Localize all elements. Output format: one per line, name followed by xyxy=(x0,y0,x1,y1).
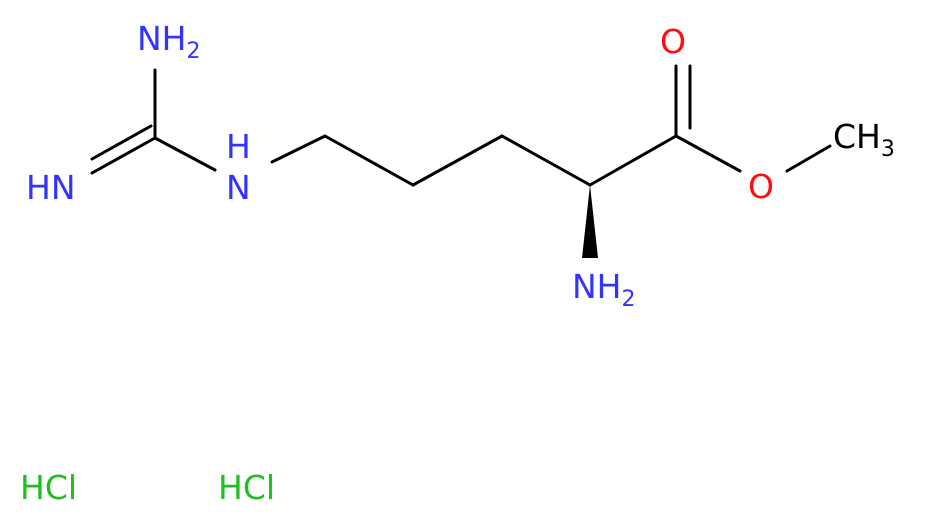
bond-oester-ch3 xyxy=(785,144,832,173)
bond-c1-c2 xyxy=(323,134,415,187)
atom-o-carbonyl: O xyxy=(660,22,686,61)
bond-c-oester xyxy=(674,134,742,173)
atom-hn-imine: HN xyxy=(26,168,76,207)
bond-c3-calpha xyxy=(500,134,592,187)
bond-n-c1 xyxy=(270,134,327,164)
atom-n-amine-h: H xyxy=(226,127,251,166)
bond-c-n xyxy=(153,136,217,172)
wedge-bond-calpha-nh2 xyxy=(582,185,598,258)
atom-n-amine: N xyxy=(226,168,251,207)
bond-c2-c3 xyxy=(411,134,504,187)
bond-c-nh-double-1 xyxy=(90,136,157,175)
salt-hcl-2: HCl xyxy=(218,468,275,507)
atom-nh2-alpha: NH2 xyxy=(572,267,636,312)
atom-nh2-top: NH2 xyxy=(137,19,201,64)
bond-c-nh-double-2 xyxy=(90,124,153,161)
bond-calpha-ccarbonyl xyxy=(588,134,678,187)
atom-o-ester: O xyxy=(748,167,774,206)
salt-hcl-1: HCl xyxy=(20,468,77,507)
atom-ch3: CH3 xyxy=(833,117,895,162)
